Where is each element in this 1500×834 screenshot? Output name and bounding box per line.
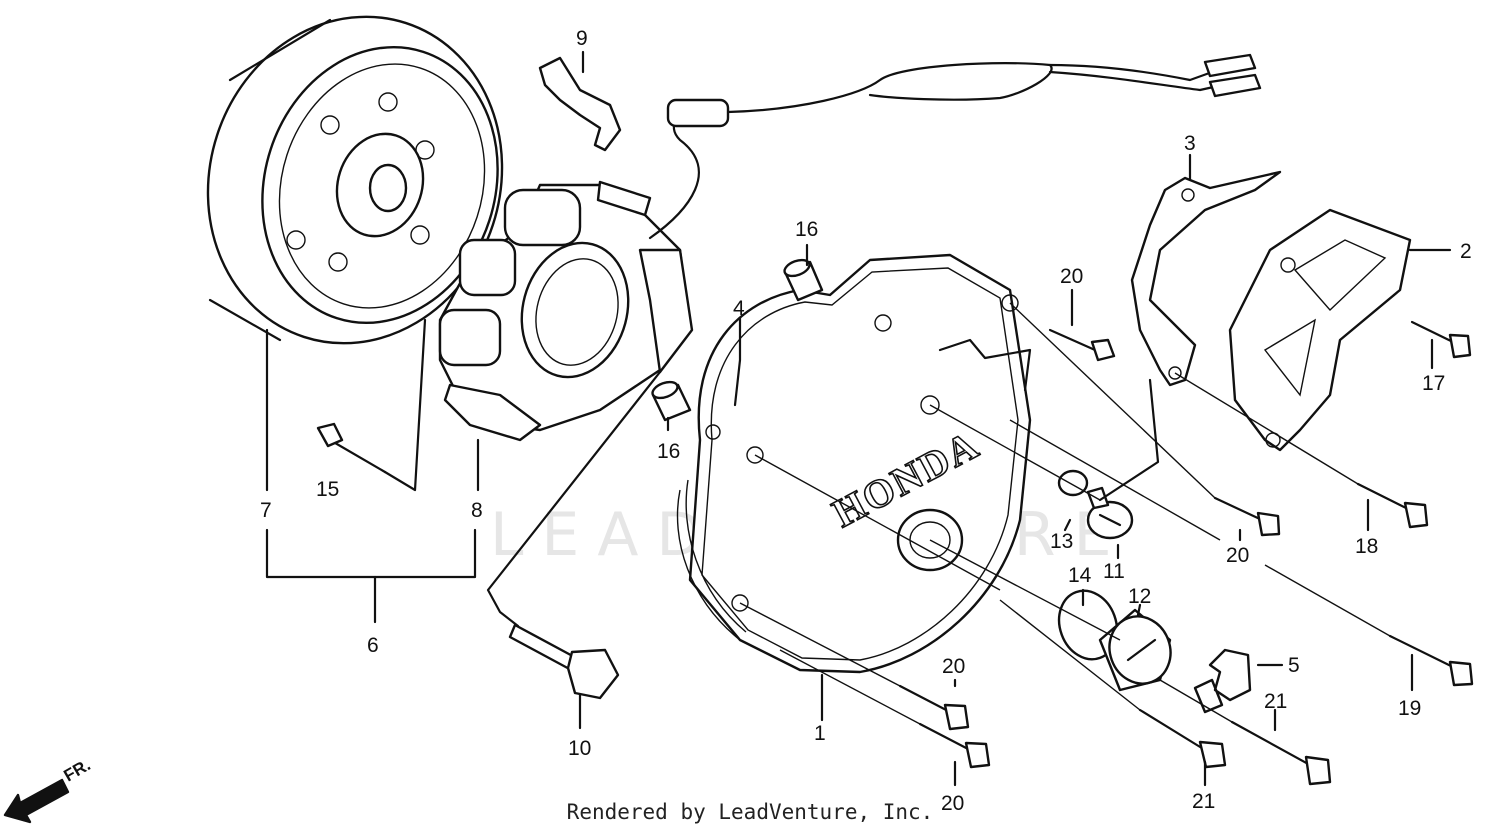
direction-label: FR. — [61, 755, 94, 785]
bolt-21-b[interactable] — [1230, 720, 1332, 786]
collar-part[interactable] — [650, 379, 692, 422]
callout-20-right: 20 — [1226, 544, 1249, 567]
sprocket-cover-part[interactable] — [1228, 208, 1412, 452]
bolt-15[interactable] — [316, 422, 387, 474]
bolt-20-right[interactable] — [1213, 496, 1281, 537]
callout-6: 6 — [367, 634, 379, 657]
callout-21-bottom: 21 — [1192, 790, 1215, 813]
o-ring-part[interactable] — [1057, 469, 1089, 497]
callout-12: 12 — [1128, 585, 1151, 608]
wire-harness — [648, 53, 1262, 240]
callout-4: 4 — [733, 297, 745, 320]
wire-clamp-part[interactable] — [538, 56, 622, 152]
small-cap-part[interactable] — [1086, 486, 1134, 540]
callout-16-top: 16 — [795, 218, 818, 241]
clip-part[interactable] — [1193, 648, 1252, 714]
callout-8: 8 — [471, 499, 483, 522]
bolt-20-bottom-a[interactable] — [898, 684, 970, 731]
leader-lines — [265, 50, 1452, 787]
callout-19: 19 — [1398, 697, 1421, 720]
bolt-20-bottom-b[interactable] — [918, 722, 991, 769]
bolt-10[interactable] — [508, 623, 620, 700]
bolt-21-a[interactable] — [1138, 708, 1227, 769]
callout-21-right: 21 — [1264, 690, 1287, 713]
callout-20-top: 20 — [1060, 265, 1083, 288]
callout-7: 7 — [260, 499, 272, 522]
bolt-20-top[interactable] — [1048, 328, 1116, 362]
callout-15: 15 — [316, 478, 339, 501]
callout-10: 10 — [568, 737, 591, 760]
callout-20-mid: 20 — [942, 655, 965, 678]
bolt-17[interactable] — [1410, 320, 1472, 359]
callout-labels: 1 2 3 4 5 6 7 8 9 10 11 12 13 14 15 16 1… — [260, 27, 1472, 815]
callout-5: 5 — [1288, 654, 1300, 677]
callout-2: 2 — [1460, 240, 1472, 263]
crankcase-cover-part[interactable]: HONDA — [676, 253, 1032, 674]
bolt-19[interactable] — [1388, 634, 1474, 687]
callout-11: 11 — [1103, 560, 1125, 583]
bolt-18[interactable] — [1356, 482, 1429, 529]
callout-16-bottom: 16 — [657, 440, 680, 463]
callout-20-bottom: 20 — [941, 792, 964, 815]
callout-1: 1 — [814, 722, 826, 745]
callout-18: 18 — [1355, 535, 1378, 558]
large-cap-part[interactable] — [1098, 608, 1180, 692]
callout-9: 9 — [576, 27, 588, 50]
callout-13: 13 — [1050, 530, 1073, 553]
flywheel-part[interactable] — [166, 0, 544, 382]
bracket-part[interactable] — [1130, 170, 1282, 387]
collar-part[interactable] — [782, 257, 824, 302]
callout-17: 17 — [1422, 372, 1445, 395]
callout-14: 14 — [1068, 564, 1092, 587]
callout-3: 3 — [1184, 132, 1196, 155]
stator-part[interactable] — [438, 180, 694, 442]
render-credit: Rendered by LeadVenture, Inc. — [566, 800, 934, 824]
